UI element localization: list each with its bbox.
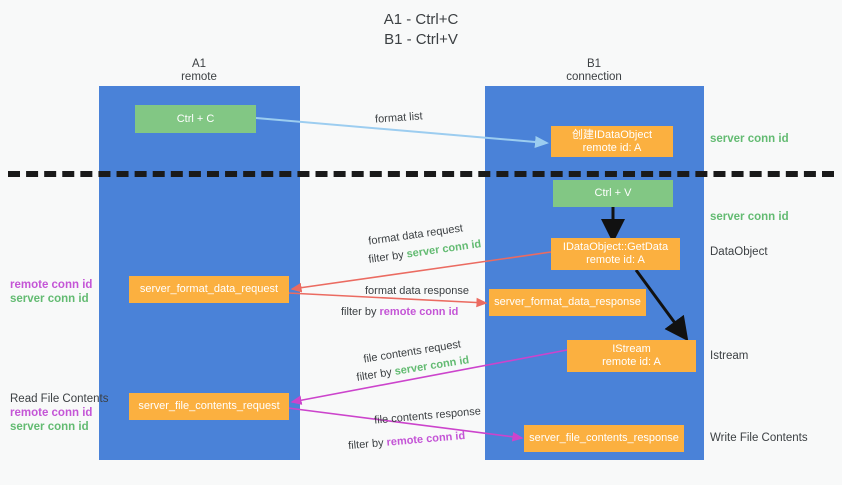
node-istream-line1: IStream: [612, 343, 651, 355]
edge-label-format-list: format list: [374, 110, 424, 126]
column-header-a1: A1 remote: [119, 58, 279, 84]
annotation-format-remote-conn-id: remote conn id: [10, 279, 93, 291]
node-create-idataobject-line2: remote id: A: [582, 141, 642, 154]
phase-divider: [8, 171, 834, 177]
node-ctrl-v[interactable]: Ctrl + V: [553, 180, 673, 207]
edge-label-format-data-response-filter: filter by remote conn id: [341, 305, 458, 319]
annotation-write-file-contents: Write File Contents: [710, 432, 808, 444]
node-server-file-contents-response[interactable]: server_file_contents_response: [524, 425, 684, 452]
node-create-idataobject[interactable]: 创建IDataObject remote id: A: [551, 126, 673, 157]
edge-label-format-data-response: format data response: [365, 285, 469, 297]
edge-label-file-contents-response-filter: filter by remote conn id: [348, 429, 466, 453]
node-ctrl-c[interactable]: Ctrl + C: [135, 105, 256, 133]
node-server-format-data-request[interactable]: server_format_data_request: [129, 276, 289, 303]
node-create-idataobject-line1: 创建IDataObject: [571, 128, 653, 141]
node-server-format-data-request-label: server_format_data_request: [139, 283, 279, 295]
node-server-file-contents-response-label: server_file_contents_response: [529, 432, 679, 444]
node-istream-line2: remote id: A: [602, 356, 661, 368]
filter-prefix-1: filter by: [367, 248, 408, 266]
node-server-format-data-response-label: server_format_data_response: [494, 296, 641, 308]
annotation-dataobject: DataObject: [710, 246, 768, 258]
filter-prefix-4: filter by: [347, 436, 388, 453]
node-server-file-contents-request-label: server_file_contents_request: [138, 400, 280, 412]
annotation-file-remote-conn-id: remote conn id: [10, 407, 93, 419]
annotation-file-block: Read File Contents remote conn id server…: [10, 392, 108, 434]
filter-prefix-3: filter by: [355, 365, 396, 384]
page-title: A1 - Ctrl+C B1 - Ctrl+V: [0, 10, 842, 50]
node-server-format-data-response[interactable]: server_format_data_response: [489, 289, 646, 316]
filter-key-4: remote conn id: [386, 429, 466, 449]
node-ctrl-v-label: Ctrl + V: [594, 187, 632, 199]
node-server-file-contents-request[interactable]: server_file_contents_request: [129, 393, 289, 420]
annotation-server-conn-id-second: server conn id: [710, 211, 789, 223]
title-line-1: A1 - Ctrl+C: [383, 11, 459, 28]
annotation-format-server-conn-id: server conn id: [10, 293, 89, 305]
column-header-b1: B1 connection: [514, 58, 674, 84]
column-a1-sub: remote: [181, 71, 217, 83]
annotation-istream: Istream: [710, 350, 749, 362]
filter-prefix-2: filter by: [341, 306, 380, 318]
annotation-read-file-contents: Read File Contents: [10, 393, 109, 405]
annotation-server-conn-id-top: server conn id: [710, 133, 789, 145]
column-b1-name: B1: [586, 58, 602, 70]
node-getdata-line2: remote id: A: [586, 254, 645, 266]
column-a1-name: A1: [191, 58, 207, 70]
title-line-2: B1 - Ctrl+V: [384, 31, 458, 48]
column-b1-sub: connection: [566, 71, 622, 83]
edge-label-file-contents-response: file contents response: [373, 405, 482, 427]
node-getdata[interactable]: IDataObject::GetData remote id: A: [551, 238, 680, 270]
annotation-file-server-conn-id: server conn id: [10, 421, 89, 433]
node-istream[interactable]: IStream remote id: A: [567, 340, 696, 372]
node-ctrl-c-label: Ctrl + C: [176, 112, 215, 125]
annotation-format-block: remote conn id server conn id: [10, 278, 92, 306]
filter-key-2: remote conn id: [379, 306, 459, 318]
node-getdata-line1: IDataObject::GetData: [562, 241, 669, 253]
